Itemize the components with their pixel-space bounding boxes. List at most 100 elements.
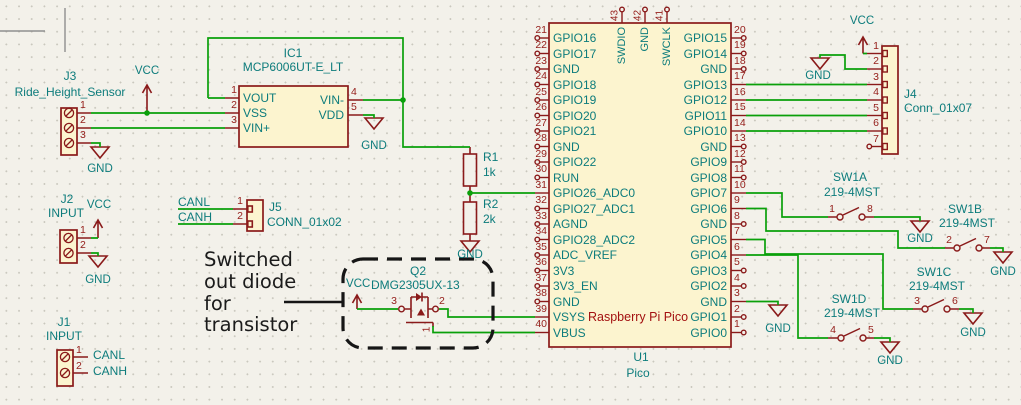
- label-ic1-right_pins-1-num: 5: [351, 101, 357, 113]
- label-j4-pins-6: 7: [873, 132, 879, 145]
- label-pico-left_pins-2-name: GND: [553, 62, 580, 76]
- label-pico-left_pins-0-num: 21: [535, 23, 547, 36]
- label-pico-left_pins-6-num: 27: [535, 116, 547, 129]
- label-pico-left_pins-4-num: 25: [535, 85, 547, 98]
- label-j1-value: INPUT: [46, 329, 82, 343]
- label-j4-pins-5: 6: [873, 117, 879, 129]
- label-pico-right_pins-17-name: GND: [700, 294, 727, 309]
- label-net_labels-gnd: GND: [805, 70, 831, 82]
- label-j4-pins-1: 2: [873, 55, 879, 67]
- label-pico-left_pins-19-num: 40: [535, 318, 547, 330]
- label-net_labels-vcc: VCC: [134, 65, 160, 77]
- label-pico-right_pins-6-name: GPIO10: [683, 124, 727, 138]
- label-pico-inner_label: Raspberry Pi Pico: [588, 310, 689, 324]
- annotation-note: Switched out diode for transistor: [204, 248, 298, 337]
- label-pico-right_pins-9-name: GPIO8: [690, 170, 727, 185]
- label-switches-0-value: 219-4MST: [823, 185, 881, 199]
- label-net_labels-canl: CANL: [93, 348, 126, 362]
- label-pico-right_pins-0-name: GPIO15: [683, 31, 727, 45]
- label-pico-right_pins-8-num: 12: [734, 147, 746, 160]
- label-pico-left_pins-5-name: GPIO20: [553, 108, 597, 123]
- label-pico-top_pins-2-name: SWCLK: [661, 27, 673, 67]
- pico-body: [548, 22, 732, 348]
- label-j3-ref: J3: [63, 69, 77, 83]
- label-pico-left_pins-9-name: RUN: [553, 170, 579, 185]
- label-ic1-right_pins-0-num: 4: [351, 86, 357, 98]
- label-ic1-value: MCP6006UT-E_LT: [242, 60, 344, 74]
- ic1-body: [238, 85, 349, 148]
- label-pico-right_pins-7-num: 13: [734, 132, 746, 144]
- label-pico-left_pins-11-num: 32: [535, 194, 547, 206]
- label-pico-right_pins-10-name: GPIO7: [690, 186, 727, 200]
- label-pico-right_pins-5-num: 15: [734, 101, 746, 113]
- label-pico-right_pins-12-name: GND: [700, 217, 727, 231]
- j5-body: [246, 199, 264, 232]
- label-pico-right_pins-4-name: GPIO12: [683, 93, 727, 107]
- label-net_labels-gnd: GND: [960, 327, 986, 339]
- label-pico-left_pins-11-name: GPIO27_ADC1: [553, 201, 636, 216]
- label-pico-right_pins-14-name: GPIO4: [690, 248, 727, 262]
- label-j5-pins-0: 1: [237, 195, 243, 207]
- label-q2-pins-2: 1: [421, 326, 433, 332]
- junction-dots: [144, 97, 473, 196]
- resistor-r2: [462, 201, 478, 235]
- dashed-callout-box: [341, 257, 495, 350]
- label-j1-pins-0: 1: [76, 344, 82, 356]
- label-pico-right_pins-13-name: GPIO5: [690, 232, 727, 247]
- label-pico-left_pins-6-name: GPIO21: [553, 124, 597, 138]
- label-pico-right_pins-6-num: 14: [734, 116, 746, 129]
- label-pico-left_pins-10-name: GPIO26_ADC0: [553, 186, 636, 200]
- label-net_labels-vcc: VCC: [86, 199, 112, 211]
- label-pico-right_pins-9-num: 11: [734, 163, 745, 175]
- label-pico-left_pins-14-num: 35: [535, 240, 547, 253]
- label-switches-2-pin_b: 6: [952, 295, 958, 307]
- origin-crosshair-icon: [0, 8, 66, 52]
- label-switches-0-ref: SW1A: [832, 170, 868, 184]
- label-j5-ref: J5: [269, 200, 282, 214]
- label-net_labels-gnd: GND: [457, 249, 483, 261]
- label-net_labels-gnd: GND: [877, 355, 903, 367]
- label-ic1-left_pins-0-name: VOUT: [243, 91, 277, 105]
- label-net_labels-canh: CANH: [93, 364, 128, 378]
- label-pico-left_pins-13-num: 34: [535, 225, 547, 237]
- label-net_labels-gnd: GND: [907, 233, 933, 245]
- label-pico-top_pins-1-name: GND: [639, 27, 651, 52]
- label-pico-right_pins-2-num: 18: [734, 54, 746, 67]
- label-pico-right_pins-11-num: 9: [734, 194, 740, 206]
- label-pico-left_pins-16-name: 3V3_EN: [553, 279, 598, 293]
- label-pico-left_pins-19-name: VBUS: [553, 325, 586, 340]
- annotation-callout: [284, 257, 495, 350]
- label-net_labels-canl: CANL: [178, 195, 211, 209]
- label-pico-left_pins-4-name: GPIO19: [553, 93, 597, 107]
- label-j2-pins-0: 1: [80, 224, 86, 236]
- label-pico-left_pins-12-num: 33: [535, 209, 547, 222]
- label-switches-3-pin_b: 5: [868, 324, 874, 336]
- screw-terminal-icons: [59, 107, 75, 379]
- switch-blades: [842, 206, 977, 337]
- label-pico-left_pins-0-name: GPIO16: [553, 31, 597, 45]
- label-ic1-left_pins-0-num: 1: [231, 84, 237, 96]
- label-net_labels-gnd: GND: [361, 140, 387, 152]
- label-pico-right_pins-11-name: GPIO6: [690, 201, 727, 216]
- label-net_labels-vcc: VCC: [849, 15, 875, 27]
- label-j5-pins-1: 2: [237, 210, 243, 222]
- label-pico-left_pins-15-num: 36: [535, 256, 547, 268]
- label-pico-right_pins-18-name: GPIO1: [690, 310, 727, 324]
- label-pico-left_pins-15-name: 3V3: [553, 263, 575, 278]
- label-pico-right_pins-5-name: GPIO11: [684, 108, 727, 123]
- label-pico-left_pins-14-name: ADC_VREF: [553, 248, 618, 262]
- label-j4-pins-4: 5: [873, 101, 879, 114]
- label-switches-1-value: 219-4MST: [938, 216, 996, 230]
- label-pico-right_pins-16-num: 4: [734, 271, 740, 284]
- label-q2-pins-0: 3: [391, 295, 397, 307]
- label-ic1-left_pins-1-num: 2: [231, 99, 237, 111]
- label-pico-right_pins-1-name: GPIO14: [683, 46, 727, 61]
- label-pico-right_pins-2-name: GND: [700, 62, 727, 76]
- label-j4-pins-3: 4: [873, 86, 879, 98]
- label-q2-pins-1: 2: [439, 295, 445, 307]
- label-switches-2-ref: SW1C: [916, 265, 952, 279]
- label-ic1-left_pins-2-name: VIN+: [243, 121, 271, 135]
- label-pico-left_pins-8-name: GPIO22: [553, 155, 597, 169]
- label-j3-pins-2: 3: [80, 129, 86, 141]
